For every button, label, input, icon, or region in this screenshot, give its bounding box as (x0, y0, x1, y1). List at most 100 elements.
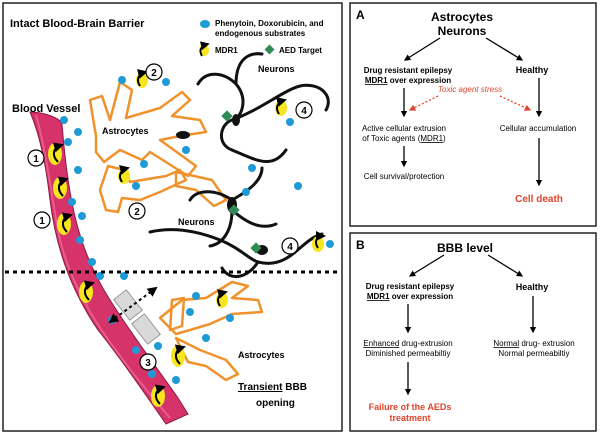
substrate-dot (64, 138, 72, 146)
transient-label: Transient BBB (238, 382, 307, 393)
substrate-dot (226, 314, 234, 322)
marker-1b: 1 (33, 211, 51, 229)
substrate-dot (88, 258, 96, 266)
blood-vessel (29, 111, 189, 425)
substrate-dot (326, 240, 334, 248)
left-panel: 1 1 2 2 3 4 4 Intact Blood-Brain Barrier… (2, 2, 343, 432)
legend-substrates-1: Phenytoin, Doxorubicin, and (215, 19, 324, 28)
panel-a-active-2: of Toxic agents (MDR1) (362, 134, 446, 143)
panel-b-normal-perm: Normal permeabiltiy (498, 349, 569, 358)
substrate-dot (132, 182, 140, 190)
mdr1-icon (275, 97, 287, 116)
substrate-dot (68, 198, 76, 206)
substrate-dot (286, 118, 294, 126)
mdr1-icon (79, 280, 95, 303)
panel-b-letter: B (356, 238, 365, 252)
neurons-label-mid: Neurons (178, 217, 215, 227)
astrocytes-bottom (158, 280, 264, 382)
panel-a-active-1: Active cellular extrusion (362, 124, 446, 133)
substrate-dot (248, 164, 256, 172)
panel-b-left-line1: Drug resistant epilepsy (366, 282, 455, 291)
legend-mdr1: MDR1 (215, 46, 238, 55)
substrate-dot (148, 370, 156, 378)
svg-text:4: 4 (287, 242, 293, 253)
substrate-dot (202, 334, 210, 342)
panel-b-arrow-left (408, 254, 445, 277)
substrate-dot (118, 76, 126, 84)
marker-4a: 4 (295, 101, 313, 119)
astrocytes-label-top: Astrocytes (102, 126, 149, 136)
panel-a-survival: Cell survival/protection (364, 172, 444, 181)
svg-text:4: 4 (301, 106, 307, 117)
substrate-legend-icon (200, 20, 210, 28)
substrate-dot (294, 182, 302, 190)
substrate-dot (154, 342, 162, 350)
aed-target-icon (250, 242, 262, 254)
neurons-label-top: Neurons (258, 64, 295, 74)
mdr1-icon (151, 384, 166, 407)
panel-b-normal: Normal drug- extrusion (493, 339, 574, 348)
panel-a-border (349, 2, 597, 227)
svg-text:1: 1 (33, 154, 39, 165)
mdr1-transporters (48, 69, 326, 407)
mdr1-icon (53, 176, 69, 199)
substrate-dot (60, 116, 68, 124)
svg-text:2: 2 (134, 207, 140, 218)
panel-a-arrow-left (403, 37, 441, 61)
panel-a-accumulation: Cellular accumulation (500, 124, 576, 133)
panel-b-diminished: Diminished permeabiltiy (366, 349, 451, 358)
panel-b-enhanced: Enhanced drug-extrusion (363, 339, 452, 348)
svg-text:1: 1 (39, 216, 45, 227)
panel-a: A Astrocytes Neurons Drug resistant epil… (349, 2, 597, 227)
panel-a-arrow-right (485, 37, 524, 61)
marker-4b: 4 (281, 237, 299, 255)
panel-b-arrow-right (487, 254, 524, 277)
opening-label: opening (256, 398, 295, 409)
panel-b-failure-1: Failure of the AEDs (369, 402, 452, 412)
mdr1-icon (57, 212, 73, 235)
substrate-dot (172, 376, 180, 384)
mdr1-legend-icon (199, 41, 210, 57)
panel-a-letter: A (356, 8, 365, 22)
substrate-dot (132, 346, 140, 354)
substrate-dot (76, 236, 84, 244)
substrate-dot (186, 308, 194, 316)
legend-substrates-2: endogenous substrates (215, 29, 306, 38)
svg-text:3: 3 (145, 358, 151, 369)
substrate-dot (120, 272, 128, 280)
panel-a-header-1: Astrocytes (431, 10, 493, 24)
panel-b-border (349, 232, 597, 432)
neuron-soma (232, 114, 240, 126)
substrate-dot (182, 146, 190, 154)
panel-a-toxic-arrow-right (499, 95, 532, 111)
mdr1-icon (48, 142, 64, 165)
substrate-dot (74, 166, 82, 174)
panel-b-left-line2: MDR1 over expression (367, 292, 453, 301)
panel-b-healthy: Healthy (516, 282, 549, 292)
marker-1a: 1 (27, 149, 45, 167)
panel-a-healthy: Healthy (516, 65, 549, 75)
aed-target-icon (228, 204, 240, 216)
substrate-dot (192, 292, 200, 300)
substrate-dot (78, 212, 86, 220)
panel-a-death: Cell death (515, 194, 563, 205)
mdr1-icon (118, 165, 130, 184)
substrate-dot (74, 128, 82, 136)
marker-3: 3 (139, 353, 157, 371)
marker-2b: 2 (128, 202, 146, 220)
substrate-dot (96, 272, 104, 280)
panel-a-left-line2: MDR1 over expression (365, 76, 451, 85)
astrocytes-label-bottom: Astrocytes (238, 350, 285, 360)
mdr1-icon (171, 344, 186, 367)
substrate-dot (140, 160, 148, 168)
mdr1-icon (216, 289, 228, 308)
astrocyte-nucleus (176, 131, 190, 139)
panel-a-toxic: Toxic agent stress (438, 85, 502, 94)
blood-vessel-label: Blood Vessel (12, 103, 80, 115)
panel-b-failure-2: treatment (389, 413, 430, 423)
mdr1-icon (136, 69, 148, 88)
vessel-lumen (35, 114, 171, 419)
legend: Phenytoin, Doxorubicin, and endogenous s… (199, 19, 324, 57)
marker-2a: 2 (145, 63, 163, 81)
